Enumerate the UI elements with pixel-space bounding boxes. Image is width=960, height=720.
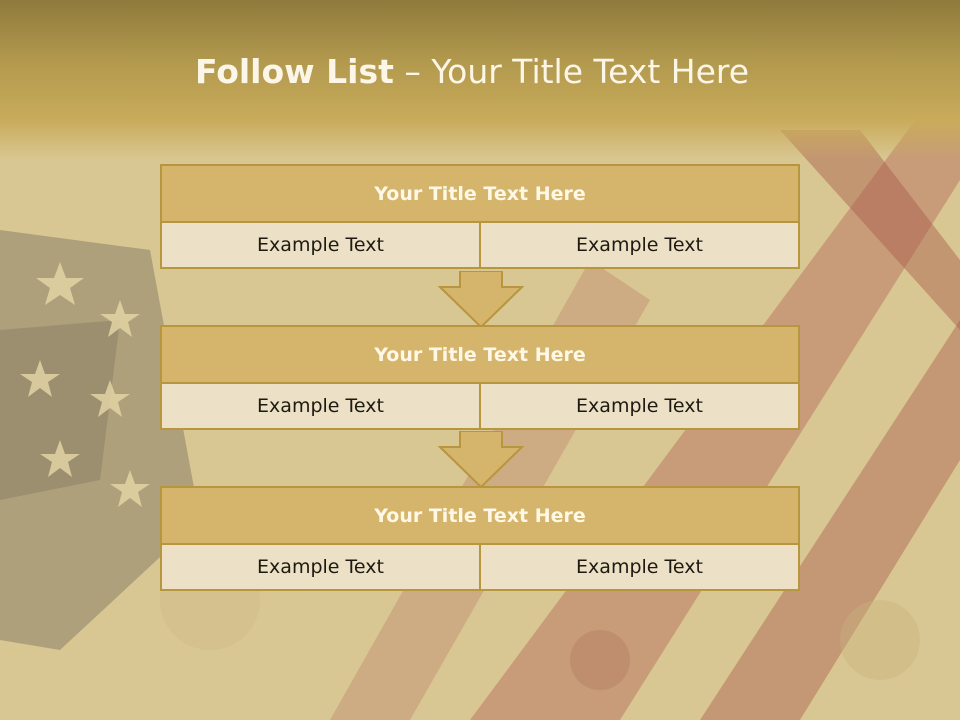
- block-2-title: Your Title Text Here: [162, 327, 798, 384]
- block-1-right-text: Example Text: [479, 223, 798, 267]
- block-3-row: Example Text Example Text: [162, 545, 798, 589]
- block-2-row: Example Text Example Text: [162, 384, 798, 428]
- block-2-right-text: Example Text: [479, 384, 798, 428]
- title-band: [0, 0, 960, 160]
- block-3-right-text: Example Text: [479, 545, 798, 589]
- down-arrow-icon: [438, 431, 524, 489]
- down-arrow-icon: [438, 271, 524, 329]
- block-1-left-text: Example Text: [162, 223, 479, 267]
- list-block-1: Your Title Text Here Example Text Exampl…: [160, 164, 800, 269]
- list-block-3: Your Title Text Here Example Text Exampl…: [160, 486, 800, 591]
- block-1-row: Example Text Example Text: [162, 223, 798, 267]
- block-1-title: Your Title Text Here: [162, 166, 798, 223]
- slide-title: Follow List – Your Title Text Here: [0, 52, 944, 91]
- block-3-left-text: Example Text: [162, 545, 479, 589]
- block-2-left-text: Example Text: [162, 384, 479, 428]
- slide-title-bold: Follow List: [194, 52, 394, 91]
- block-3-title: Your Title Text Here: [162, 488, 798, 545]
- slide-title-rest: – Your Title Text Here: [393, 52, 750, 91]
- list-block-2: Your Title Text Here Example Text Exampl…: [160, 325, 800, 430]
